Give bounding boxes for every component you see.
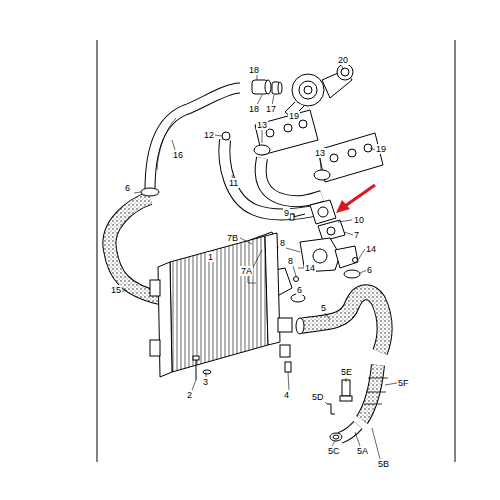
callout-number: 14 [304,263,316,273]
callout-number: 6 [366,265,373,275]
callout-number: 2 [186,390,193,400]
callout-number: 17 [265,104,277,114]
page-frame [97,40,455,462]
callout-number: 19 [288,111,300,121]
callout-number: 13 [314,148,326,158]
callout-number: 5 [320,303,327,313]
callout-number: 5E [340,367,353,377]
callout-number: 6 [296,285,303,295]
pipe-11 [224,140,322,215]
turbocharger [285,64,353,118]
callout-number: 11 [228,178,239,188]
intercooler [150,233,292,377]
callout-number: 9 [283,208,290,218]
gaskets [290,200,345,241]
callout-number: 3 [202,377,209,387]
callout-number: 7A [240,266,253,276]
callout-number: 18 [248,65,260,75]
callout-number: 5F [397,378,410,388]
top-hose [252,80,282,94]
callout-number: 5C [327,446,341,456]
manifold-flanges [255,110,383,182]
callout-number: 18 [248,104,260,114]
callout-number: 7B [226,233,239,243]
callout-number: 5D [311,392,325,402]
callout-number: 8 [287,256,294,266]
callout-number: 10 [353,215,365,225]
hose-5 [296,292,385,352]
callout-number: 20 [337,55,349,65]
sensor-parts [327,380,352,441]
callout-number: 6 [124,183,131,193]
callout-number: 19 [375,144,387,154]
hose-5f [340,365,388,438]
callout-number: 16 [172,150,184,160]
pointer-arrow [336,185,375,213]
callout-number: 1 [207,252,214,262]
callout-number: 5A [356,446,369,456]
hose-15 [109,198,160,298]
callout-number: 5B [377,459,390,469]
callout-number: 4 [283,390,290,400]
callout-number: 12 [203,130,215,140]
callout-number: 14 [365,244,377,254]
callout-number: 8 [279,238,286,248]
leader-lines [120,66,397,459]
callout-number: 7 [353,230,360,240]
callout-number: 13 [256,120,268,130]
callout-number: 15 [110,285,122,295]
clamps [141,132,330,196]
